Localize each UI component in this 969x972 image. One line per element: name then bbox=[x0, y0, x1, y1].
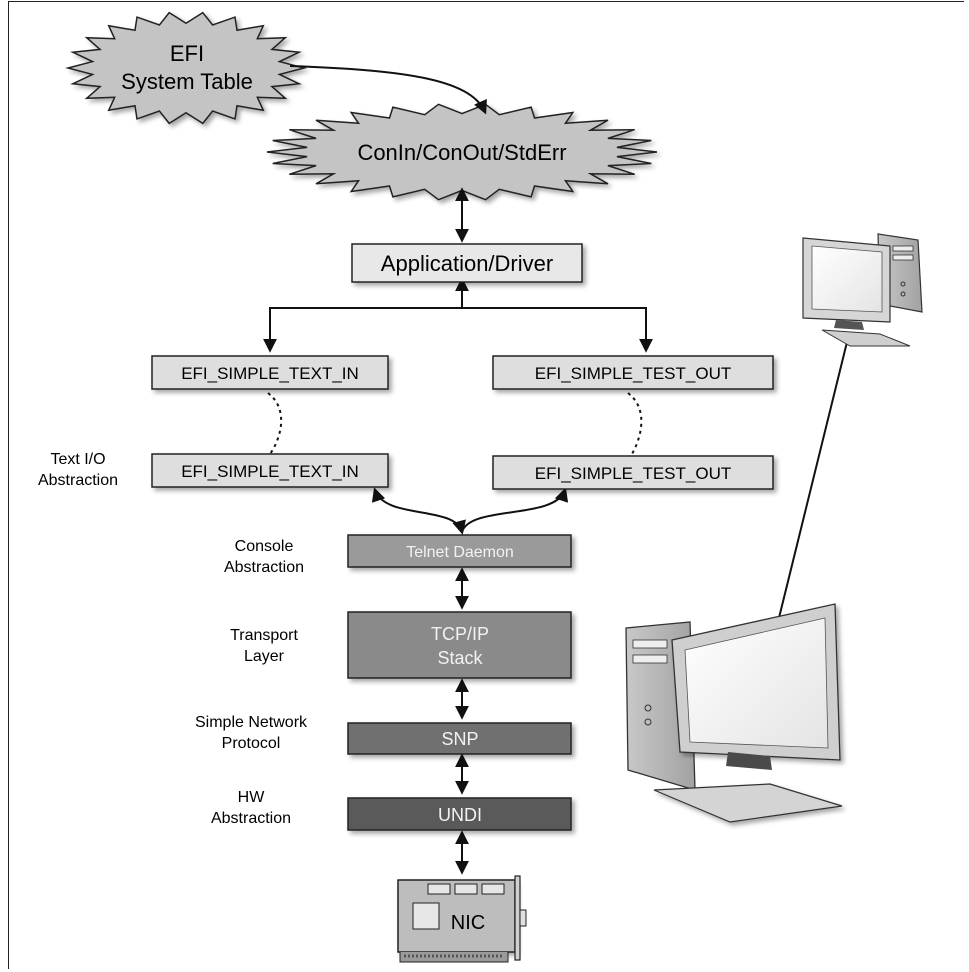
dotted-link-text-out bbox=[627, 392, 643, 455]
text-in-top-box: EFI_SIMPLE_TEXT_IN bbox=[151, 355, 389, 390]
system-table-starburst: EFI System Table bbox=[65, 11, 307, 125]
text-out-bottom-box: EFI_SIMPLE_TEST_OUT bbox=[492, 455, 774, 490]
text-io-label-1: Text I/O bbox=[50, 451, 105, 468]
telnet-box: Telnet Daemon bbox=[347, 534, 572, 568]
dotted-link-text-in bbox=[267, 392, 283, 455]
arrow-system-table-to-streams bbox=[289, 65, 487, 115]
desktop-computer-icon bbox=[802, 233, 923, 347]
text-in-top-label: EFI_SIMPLE_TEXT_IN bbox=[181, 364, 359, 383]
console-label-1: Console bbox=[235, 538, 294, 555]
desktop-computer-icon bbox=[625, 603, 843, 823]
text-out-top-box: EFI_SIMPLE_TEST_OUT bbox=[492, 355, 774, 390]
tcpip-label-1: TCP/IP bbox=[431, 624, 489, 644]
network-link-line bbox=[775, 337, 849, 631]
text-out-bottom-label: EFI_SIMPLE_TEST_OUT bbox=[535, 464, 732, 483]
diagram-frame bbox=[8, 1, 964, 969]
layer-labels: Text I/O Abstraction Console Abstraction… bbox=[38, 451, 308, 827]
hw-label-2: Abstraction bbox=[211, 810, 291, 827]
text-io-label-2: Abstraction bbox=[38, 472, 118, 489]
nic-label: NIC bbox=[451, 912, 485, 934]
tcpip-box: TCP/IP Stack bbox=[347, 611, 572, 679]
arrow-text-out-to-telnet bbox=[461, 487, 569, 533]
transport-label-2: Layer bbox=[244, 648, 285, 665]
undi-label: UNDI bbox=[438, 805, 482, 825]
app-driver-box: Application/Driver bbox=[351, 243, 583, 283]
system-table-label-1: EFI bbox=[170, 41, 204, 66]
network-card-icon: NIC bbox=[397, 875, 527, 963]
app-driver-label: Application/Driver bbox=[381, 251, 553, 276]
console-streams-label: ConIn/ConOut/StdErr bbox=[357, 140, 566, 165]
undi-box: UNDI bbox=[347, 797, 572, 831]
transport-label-1: Transport bbox=[230, 627, 298, 644]
system-table-label-2: System Table bbox=[121, 69, 253, 94]
telnet-label: Telnet Daemon bbox=[406, 544, 514, 561]
text-out-top-label: EFI_SIMPLE_TEST_OUT bbox=[535, 364, 732, 383]
connectors bbox=[263, 65, 849, 875]
console-streams-starburst: ConIn/ConOut/StdErr bbox=[266, 103, 658, 201]
snp-label: SNP bbox=[441, 729, 478, 749]
tcpip-label-2: Stack bbox=[437, 648, 483, 668]
snp-layer-label-2: Protocol bbox=[222, 735, 281, 752]
text-in-bottom-label: EFI_SIMPLE_TEXT_IN bbox=[181, 462, 359, 481]
console-label-2: Abstraction bbox=[224, 559, 304, 576]
arrow-text-in-to-telnet bbox=[371, 487, 466, 535]
arrow-app-to-text-io bbox=[263, 307, 653, 353]
snp-layer-label-1: Simple Network bbox=[195, 714, 308, 731]
text-in-bottom-box: EFI_SIMPLE_TEXT_IN bbox=[151, 453, 389, 488]
snp-box: SNP bbox=[347, 722, 572, 755]
hw-label-1: HW bbox=[238, 789, 266, 806]
